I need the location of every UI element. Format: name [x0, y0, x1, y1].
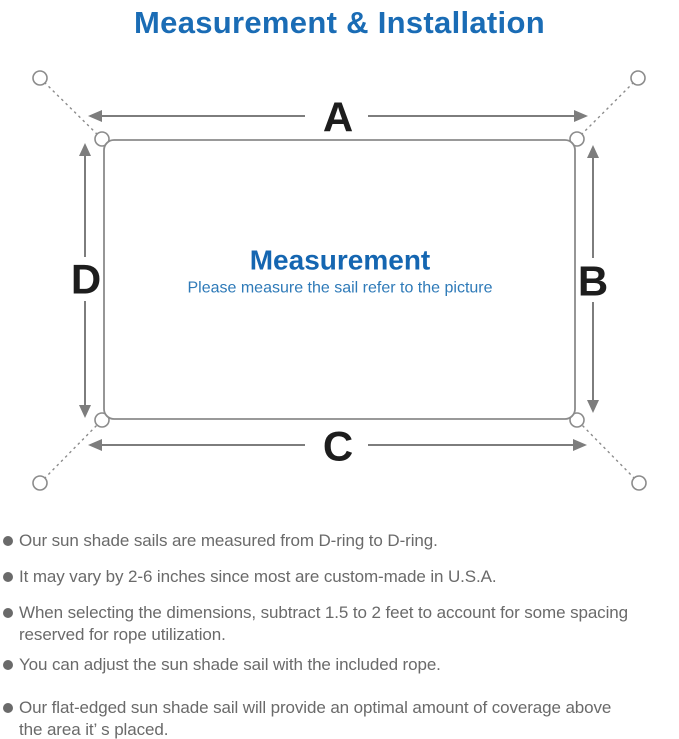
- d-ring-top-left: [94, 131, 110, 147]
- anchor-point-bottom-left: [32, 475, 48, 491]
- note-item: It may vary by 2-6 inches since most are…: [3, 566, 675, 588]
- dimension-arrow-a: A: [88, 94, 588, 141]
- arrowhead-left: [88, 439, 102, 451]
- dimension-arrow-d: D: [71, 143, 101, 418]
- note-line: Our sun shade sails are measured from D-…: [19, 531, 438, 550]
- arrowhead-down: [587, 400, 599, 413]
- note-text: It may vary by 2-6 inches since most are…: [19, 566, 497, 588]
- note-text: Our flat-edged sun shade sail will provi…: [19, 697, 611, 739]
- dimension-label-a: A: [323, 94, 353, 141]
- bullet-icon: [3, 536, 13, 546]
- arrowhead-right: [573, 439, 587, 451]
- anchor-point-top-left: [32, 70, 48, 86]
- dimension-label-c: C: [323, 423, 353, 470]
- dimension-arrow-b: B: [578, 145, 608, 413]
- measurement-diagram: A C D B Measurement Please meas: [32, 70, 647, 491]
- d-ring-bottom-left: [94, 412, 110, 428]
- note-item: Our flat-edged sun shade sail will provi…: [3, 697, 675, 739]
- dimension-label-b: B: [578, 258, 608, 305]
- arrowhead-right: [574, 110, 588, 122]
- diagram-heading: Measurement: [250, 245, 431, 276]
- note-text: When selecting the dimensions, subtract …: [19, 602, 628, 646]
- arrowhead-up: [587, 145, 599, 158]
- note-item: You can adjust the sun shade sail with t…: [3, 654, 675, 676]
- bullet-icon: [3, 703, 13, 713]
- note-item: When selecting the dimensions, subtract …: [3, 602, 675, 646]
- note-line: It may vary by 2-6 inches since most are…: [19, 567, 497, 586]
- page-title: Measurement & Installation: [134, 5, 545, 40]
- note-text: You can adjust the sun shade sail with t…: [19, 654, 441, 676]
- anchor-line-top-left: [39, 77, 103, 140]
- sail-outline: [103, 139, 576, 420]
- note-line: Our flat-edged sun shade sail will provi…: [19, 698, 612, 717]
- dimension-arrow-c: C: [88, 423, 587, 470]
- diagram-subtitle: Please measure the sail refer to the pic…: [187, 280, 492, 297]
- anchor-point-top-right: [630, 70, 646, 86]
- anchor-line-bottom-right: [576, 419, 640, 484]
- notes-list: Our sun shade sails are measured from D-…: [3, 530, 675, 739]
- note-line: You can adjust the sun shade sail with t…: [19, 655, 441, 674]
- note-line: reserved for rope utilization.: [19, 625, 226, 644]
- bullet-icon: [3, 660, 13, 670]
- anchor-lines: [39, 77, 640, 484]
- note-line: When selecting the dimensions, subtract …: [19, 603, 628, 622]
- anchor-line-bottom-left: [39, 419, 103, 484]
- d-ring-bottom-right: [569, 412, 585, 428]
- note-text: Our sun shade sails are measured from D-…: [19, 530, 438, 552]
- arrowhead-down: [79, 405, 91, 418]
- bullet-icon: [3, 572, 13, 582]
- note-line: the area it’ s placed.: [19, 720, 169, 739]
- anchor-line-top-right: [576, 77, 639, 140]
- arrowhead-up: [79, 143, 91, 156]
- arrowhead-left: [88, 110, 102, 122]
- note-item: Our sun shade sails are measured from D-…: [3, 530, 675, 552]
- anchor-point-bottom-right: [631, 475, 647, 491]
- bullet-icon: [3, 608, 13, 618]
- dimension-label-d: D: [71, 256, 101, 303]
- d-ring-top-right: [569, 131, 585, 147]
